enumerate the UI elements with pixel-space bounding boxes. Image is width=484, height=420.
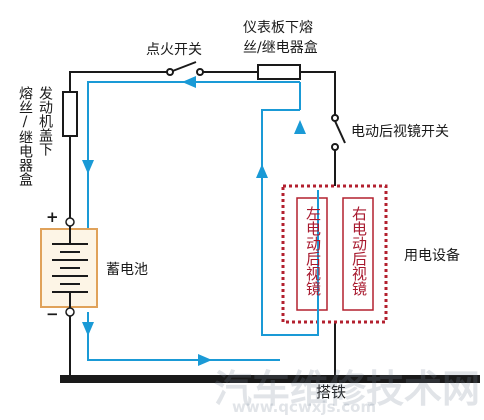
battery (40, 217, 98, 317)
wire-left-upper (69, 71, 170, 218)
left-mirror-box (296, 197, 328, 311)
ignition-switch-label: 点火开关 (146, 42, 202, 58)
engine-fuse-label-col1: 熔丝/继电器盒 (17, 86, 33, 186)
battery-terminal-negative (65, 307, 75, 317)
ignition-switch-contact-b (196, 68, 204, 76)
dash-fuse-box (257, 64, 301, 80)
mirror-switch-blade (334, 120, 346, 144)
flow-battery-up (87, 81, 300, 228)
wiring (69, 61, 346, 375)
ground-bar (60, 375, 480, 383)
battery-terminal-positive (65, 217, 75, 227)
wire-top-right (300, 71, 336, 115)
dash-fuse-label-line2: 丝/继电器盒 (243, 40, 318, 56)
battery-label: 蓄电池 (106, 262, 148, 278)
battery-minus-sign: − (46, 305, 59, 323)
arrow-down-left (82, 160, 94, 174)
right-mirror-label: 右电动后视镜 (350, 206, 368, 296)
mirror-switch-contact-b (331, 143, 339, 151)
ignition-switch-blade (169, 61, 197, 73)
engine-fuse-label-col2: 发动机盖下 (37, 86, 53, 156)
watermark-url: www.qcwxjs.com (232, 398, 377, 416)
battery-plus-sign: + (46, 208, 59, 226)
right-mirror-box (342, 197, 374, 311)
left-mirror-label: 左电动后视镜 (304, 206, 322, 296)
arrow-down-bottom (82, 322, 94, 336)
arrow-up-right-top (294, 120, 306, 134)
mirror-switch-contact-a (331, 114, 339, 122)
watermark-text: 汽车维修技术网 (214, 367, 481, 411)
dash-fuse-label-line1: 仪表板下熔 (243, 20, 313, 36)
arrow-right-bottom (198, 354, 212, 366)
engine-fuse-box (62, 91, 78, 137)
arrow-left-top (182, 76, 196, 88)
mirror-switch-label: 电动后视镜开关 (351, 124, 449, 140)
current-flow-arrows (82, 76, 306, 366)
flow-right-down (261, 109, 319, 336)
arrow-up-right (256, 164, 268, 178)
load-devices-label: 用电设备 (404, 248, 460, 264)
flow-bottom (87, 312, 280, 361)
ground-label: 搭铁 (316, 383, 347, 401)
ignition-switch-contact-a (166, 68, 174, 76)
